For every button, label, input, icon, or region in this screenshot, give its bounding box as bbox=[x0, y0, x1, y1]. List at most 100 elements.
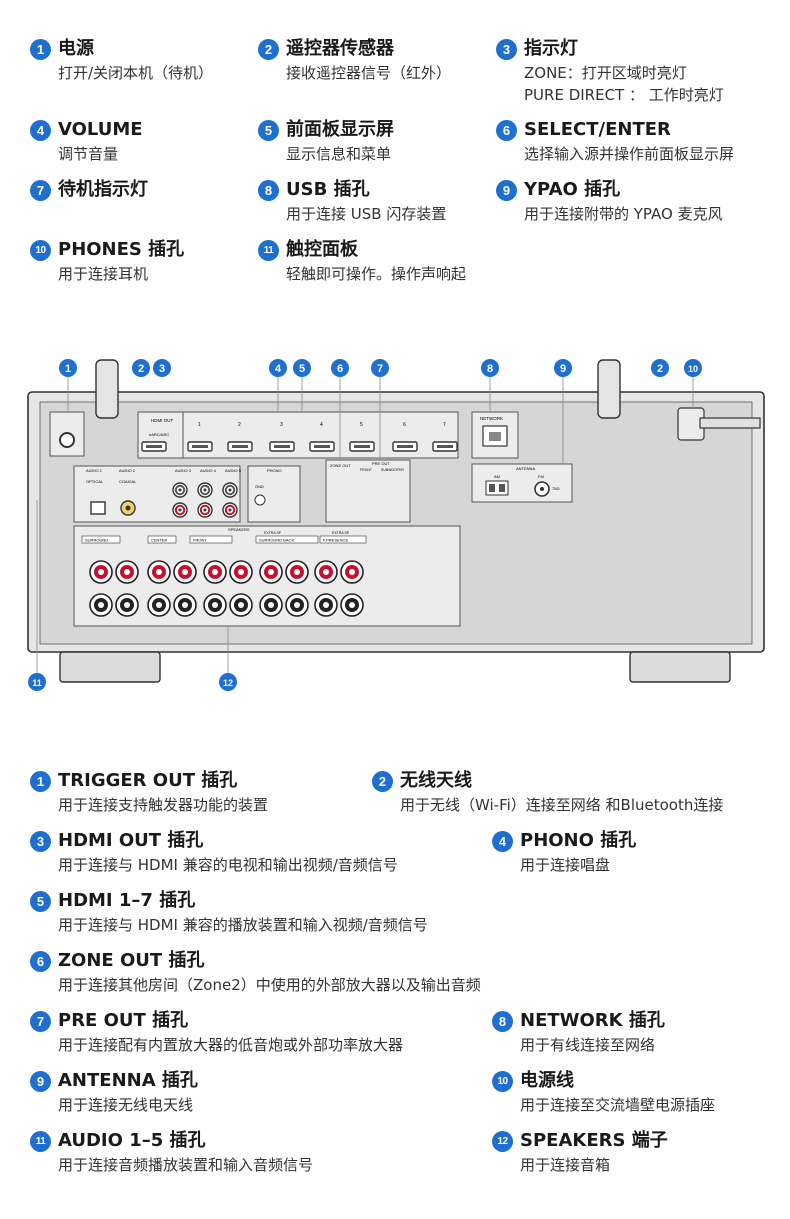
right-foot bbox=[629, 651, 731, 683]
speaker-group-label: CENTER bbox=[151, 538, 168, 543]
number-badge: 6 bbox=[30, 951, 51, 972]
item-description: 用于连接音箱 bbox=[520, 1156, 611, 1174]
item-title: NETWORK 插孔 bbox=[520, 1010, 665, 1031]
number-badge: 10 bbox=[30, 240, 51, 261]
item-title: 遥控器传感器 bbox=[286, 38, 394, 59]
number-badge: 7 bbox=[30, 1011, 51, 1032]
speaker-group-box bbox=[255, 535, 319, 544]
item-description: 用于连接唱盘 bbox=[520, 856, 611, 874]
callout-badge bbox=[371, 359, 389, 377]
network-label: NETWORK bbox=[480, 416, 503, 421]
item-title: USB 插孔 bbox=[286, 179, 370, 200]
item-title: 前面板显示屏 bbox=[286, 119, 394, 140]
extra-sp-label-1: EXTRA SP bbox=[264, 531, 282, 535]
callout-badge bbox=[554, 359, 572, 377]
audio-1-label: AUDIO 1 bbox=[86, 468, 103, 473]
callout-badge bbox=[684, 359, 702, 377]
item-description: ZONE：打开区域时亮灯 bbox=[524, 64, 687, 82]
trigger-out-jack bbox=[59, 432, 75, 448]
zone-out-label: ZONE OUT bbox=[330, 463, 351, 468]
zone-pre-out-block bbox=[325, 459, 411, 523]
callout-number: 9 bbox=[560, 363, 566, 375]
gnd-label: GND bbox=[255, 484, 264, 489]
subwoofer-label: SUBWOOFER bbox=[381, 468, 404, 472]
item-description: 用于连接与 HDMI 兼容的电视和输出视频/音频信号 bbox=[58, 856, 398, 874]
item-title: TRIGGER OUT 插孔 bbox=[58, 770, 238, 791]
item-description: 用于连接其他房间（Zone2）中使用的外部放大器以及输出音频 bbox=[58, 976, 481, 994]
item-description: 用于连接无线电天线 bbox=[58, 1096, 194, 1114]
speaker-group-label: FRONT bbox=[193, 538, 207, 543]
optical-jack bbox=[90, 501, 106, 515]
number-badge: 3 bbox=[496, 39, 517, 60]
fm-ohm-label: 75Ω bbox=[552, 486, 559, 491]
item-description: 用于连接支持触发器功能的装置 bbox=[58, 796, 269, 814]
callout-badge bbox=[153, 359, 171, 377]
number-badge: 8 bbox=[258, 180, 279, 201]
callout-badge bbox=[331, 359, 349, 377]
number-badge: 10 bbox=[492, 1071, 513, 1092]
item-description: 用于有线连接至网络 bbox=[520, 1036, 656, 1054]
phono-block bbox=[247, 465, 301, 523]
optical-label: OPTICAL bbox=[86, 479, 104, 484]
antenna-left bbox=[95, 359, 119, 419]
item-title: HDMI OUT 插孔 bbox=[58, 830, 204, 851]
callout-number: 7 bbox=[377, 363, 383, 375]
item-title: HDMI 1–7 插孔 bbox=[58, 890, 196, 911]
number-badge: 3 bbox=[30, 831, 51, 852]
speaker-group-box bbox=[147, 535, 177, 544]
callout-badge bbox=[293, 359, 311, 377]
item-description: 选择输入源并操作前面板显示屏 bbox=[524, 145, 735, 163]
number-badge: 2 bbox=[258, 39, 279, 60]
callout-number: 10 bbox=[688, 364, 698, 374]
hdmi-number-label: 2 bbox=[238, 422, 241, 428]
number-badge: 7 bbox=[30, 180, 51, 201]
callout-badge bbox=[132, 359, 150, 377]
item-title: VOLUME bbox=[58, 119, 143, 140]
power-cord bbox=[699, 417, 761, 429]
item-title: SELECT/ENTER bbox=[524, 119, 671, 140]
hdmi-number-label: 6 bbox=[403, 422, 406, 428]
antenna-right bbox=[597, 359, 621, 419]
item-title: 电源线 bbox=[520, 1070, 574, 1091]
number-badge: 5 bbox=[258, 120, 279, 141]
number-badge: 1 bbox=[30, 771, 51, 792]
item-description: 用于连接与 HDMI 兼容的播放装置和输入视频/音频信号 bbox=[58, 916, 428, 934]
number-badge: 9 bbox=[496, 180, 517, 201]
hdmi-number-label: 1 bbox=[198, 422, 201, 428]
trigger-out-box bbox=[49, 411, 85, 457]
item-description: 接收遥控器信号（红外） bbox=[286, 64, 452, 82]
item-title: PHONES 插孔 bbox=[58, 239, 185, 260]
item-title: SPEAKERS 端子 bbox=[520, 1130, 668, 1151]
item-description: 打开/关闭本机（待机） bbox=[58, 64, 214, 82]
item-title: ANTENNA 插孔 bbox=[58, 1070, 198, 1091]
item-description: 用于连接附带的 YPAO 麦克风 bbox=[524, 205, 723, 223]
number-badge: 4 bbox=[30, 120, 51, 141]
speakers-label: SPEAKERS bbox=[228, 527, 250, 532]
item-title: AUDIO 1–5 插孔 bbox=[58, 1130, 206, 1151]
am-label: AM bbox=[494, 474, 500, 479]
callout-number: 8 bbox=[487, 363, 493, 375]
gnd-screw bbox=[254, 494, 266, 506]
speaker-group-box bbox=[319, 535, 367, 544]
number-badge: 6 bbox=[496, 120, 517, 141]
item-title: 无线天线 bbox=[400, 770, 472, 791]
item-description: 用于连接 USB 闪存装置 bbox=[286, 205, 447, 223]
speaker-terminals bbox=[89, 560, 364, 617]
item-description: 用于连接耳机 bbox=[58, 265, 149, 283]
number-badge: 4 bbox=[492, 831, 513, 852]
fm-label: FM bbox=[538, 474, 544, 479]
hdmi-number-label: 4 bbox=[320, 422, 323, 428]
callout-number: 5 bbox=[299, 363, 305, 375]
left-foot bbox=[59, 651, 161, 683]
item-description: 显示信息和菜单 bbox=[286, 145, 392, 163]
audio-4-label: AUDIO 4 bbox=[200, 468, 217, 473]
callout-badge bbox=[651, 359, 669, 377]
item-description: 用于无线（Wi-Fi）连接至网络 和Bluetooth连接 bbox=[400, 796, 724, 814]
antenna-label: ANTENNA bbox=[516, 466, 535, 471]
audio-3-label: AUDIO 3 bbox=[175, 468, 192, 473]
callout-badge bbox=[481, 359, 499, 377]
item-title: 待机指示灯 bbox=[58, 179, 148, 200]
callout-number: 2 bbox=[657, 363, 663, 375]
